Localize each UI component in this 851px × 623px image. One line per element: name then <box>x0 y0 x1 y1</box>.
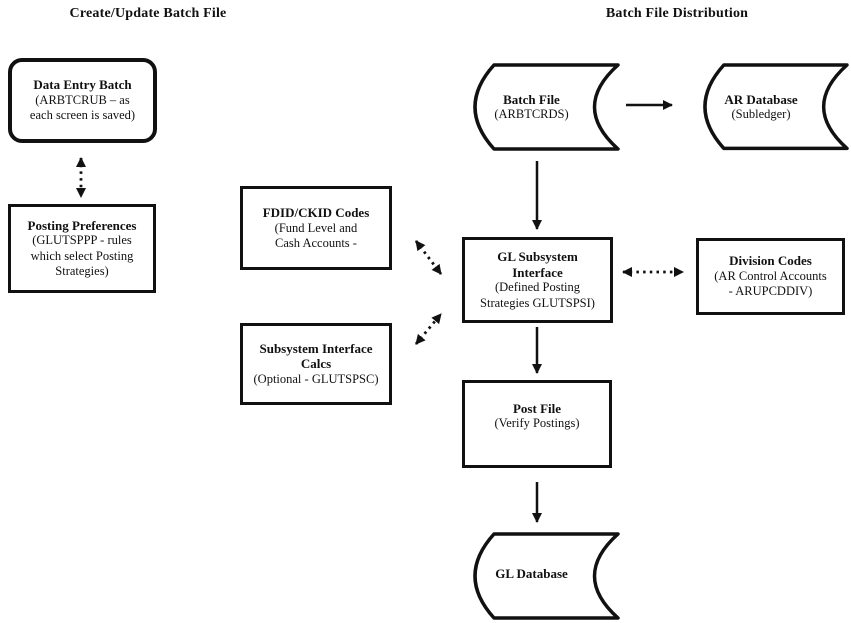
node-batch-file: Batch File (ARBTCRDS) <box>468 62 620 152</box>
node-subtitle: (Fund Level and Cash Accounts - <box>274 220 358 250</box>
stored-data-shape <box>473 63 620 151</box>
node-post-file: Post File (Verify Postings) <box>462 380 612 468</box>
node-subtitle: (Defined Posting Strategies GLUTSPSI) <box>480 280 595 310</box>
node-gl-database: GL Database <box>468 531 620 620</box>
node-ar-database: AR Database (Subledger) <box>698 62 849 152</box>
node-title: Subsystem Interface Calcs <box>259 340 373 372</box>
node-title: Data Entry Batch <box>33 77 132 93</box>
section-title-create-update-batch-file: Create/Update Batch File <box>69 6 227 21</box>
node-fdid-ckid-codes: FDID/CKID Codes (Fund Level and Cash Acc… <box>240 186 392 270</box>
edge-subsystem-interface-calcs-gl-subsystem-interface-dotted-arrow <box>414 313 443 345</box>
node-title: GL Subsystem Interface <box>497 249 578 280</box>
node-subtitle: (AR Control Accounts - ARUPCDDIV) <box>714 269 827 299</box>
node-subtitle: (Verify Postings) <box>494 416 580 431</box>
edge-fdid-ckid-codes-gl-subsystem-interface-dotted-arrow <box>414 240 443 275</box>
node-division-codes: Division Codes (AR Control Accounts - AR… <box>696 238 845 315</box>
node-title: FDID/CKID Codes <box>262 204 370 220</box>
section-title-batch-file-distribution: Batch File Distribution <box>605 6 749 21</box>
node-data-entry-batch: Data Entry Batch (ARBTCRUB – as each scr… <box>8 58 157 143</box>
node-subtitle: (Optional - GLUTSPSC) <box>253 371 379 386</box>
node-title: GL Database <box>495 566 568 582</box>
node-title: Batch File <box>503 91 560 107</box>
node-gl-subsystem-interface: GL Subsystem Interface (Defined Posting … <box>462 237 613 323</box>
node-subtitle: (ARBTCRUB – as each screen is saved) <box>29 93 136 123</box>
stored-data-shape <box>703 63 849 151</box>
node-subsystem-interface-calcs: Subsystem Interface Calcs (Optional - GL… <box>240 323 392 405</box>
stored-data-shape <box>473 532 620 620</box>
node-title: Post File <box>512 400 561 416</box>
node-subtitle: (ARBTCRDS) <box>494 107 569 122</box>
node-title: Division Codes <box>729 253 812 269</box>
node-posting-preferences: Posting Preferences (GLUTSPPP - rules wh… <box>8 204 156 293</box>
node-title: AR Database <box>724 91 798 107</box>
node-subtitle: (Subledger) <box>731 107 791 122</box>
node-subtitle: (GLUTSPPP - rules which select Posting S… <box>30 233 134 278</box>
node-title: Posting Preferences <box>27 217 137 233</box>
